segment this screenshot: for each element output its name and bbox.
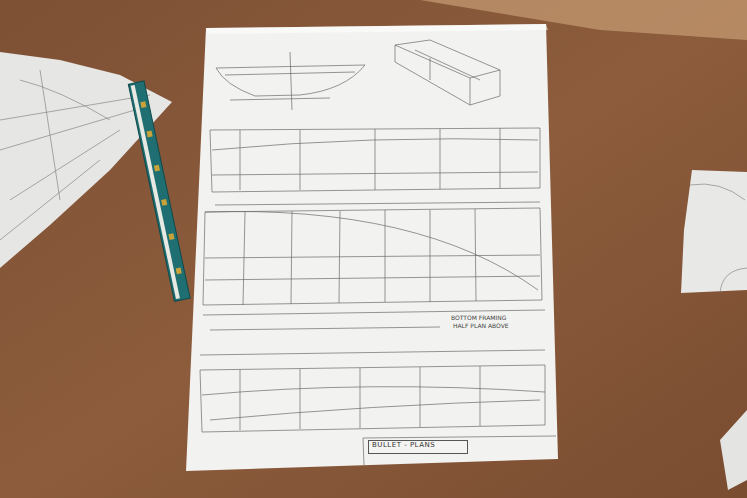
plan-sheet <box>186 24 558 471</box>
title-text: BULLET - PLANS <box>372 442 464 450</box>
paper-corner <box>720 410 747 490</box>
drawing-label: BOTTOM FRAMING <box>450 315 507 322</box>
drawing-label: HALF PLAN ABOVE <box>452 323 510 330</box>
title-block: BULLET - PLANS <box>368 440 468 454</box>
plan-drawing <box>200 40 556 465</box>
ruler <box>128 81 190 301</box>
paper-piece-right <box>681 170 747 293</box>
